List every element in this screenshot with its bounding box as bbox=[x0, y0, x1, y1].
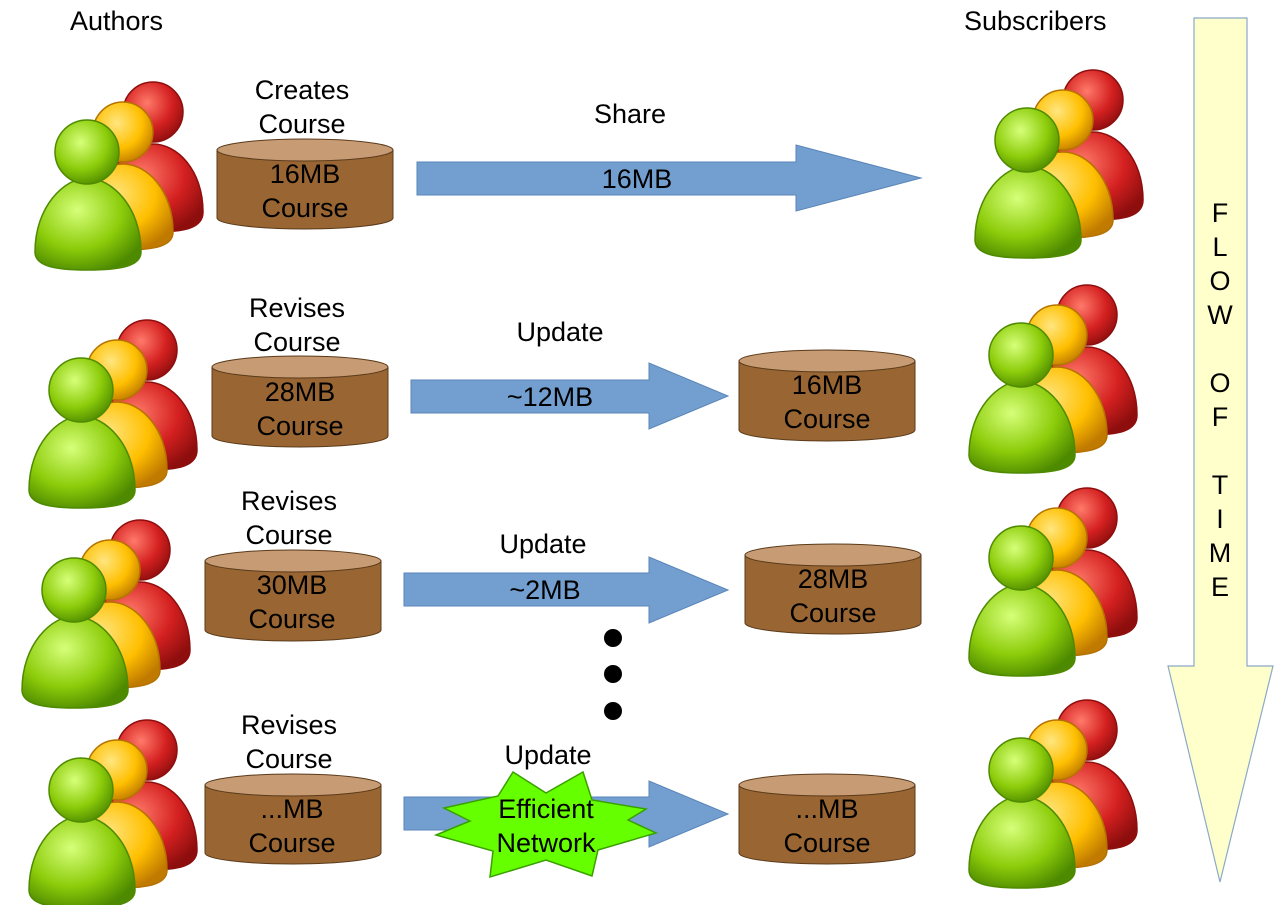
author-db-icon bbox=[211, 355, 389, 448]
author-db-label: 16MB Course bbox=[261, 159, 349, 223]
author-action-label: Revises Course bbox=[248, 293, 346, 357]
author-db-icon bbox=[216, 138, 394, 230]
author-action-label: Creates Course bbox=[254, 75, 350, 139]
authors-header: Authors bbox=[70, 6, 164, 36]
subscriber-group-icon bbox=[974, 69, 1144, 259]
author-group-icon bbox=[28, 719, 198, 905]
author-group-icon bbox=[34, 81, 204, 271]
ellipsis-dot-icon bbox=[604, 702, 622, 720]
subscriber-group-icon bbox=[968, 699, 1138, 889]
author-db-label: 30MB Course bbox=[248, 570, 336, 634]
arrow-title-label: Update bbox=[516, 317, 604, 347]
subscriber-db-label: ...MB Course bbox=[783, 794, 871, 858]
network-burst-icon bbox=[433, 770, 659, 879]
arrow-title-label: Update bbox=[499, 529, 587, 559]
subscriber-db-label: 16MB Course bbox=[783, 370, 871, 434]
arrow-size-label: ~12MB bbox=[506, 382, 594, 412]
subscriber-db-icon bbox=[738, 773, 916, 865]
subscriber-db-label: 28MB Course bbox=[789, 564, 877, 628]
update-arrow bbox=[403, 556, 730, 624]
author-group-icon bbox=[28, 319, 198, 509]
arrow-size-label: ~2MB bbox=[509, 575, 581, 605]
share-arrow bbox=[416, 144, 923, 212]
subscriber-group-icon bbox=[968, 284, 1138, 474]
ellipsis-dot-icon bbox=[604, 629, 622, 647]
subscriber-db-icon bbox=[744, 543, 922, 635]
author-db-icon bbox=[204, 549, 382, 642]
author-action-label: Revises Course bbox=[240, 486, 338, 550]
author-group-icon bbox=[21, 519, 191, 709]
author-db-icon bbox=[204, 773, 382, 865]
ellipsis-dot-icon bbox=[604, 665, 622, 683]
flow-of-time-arrow bbox=[1167, 17, 1274, 883]
flow-of-time-label: F L O W O F T I M E bbox=[1207, 198, 1233, 602]
arrow-size-label: 16MB bbox=[601, 164, 673, 194]
arrow-title-label: Share bbox=[593, 99, 667, 129]
subscriber-group-icon bbox=[968, 487, 1138, 677]
subscribers-header: Subscribers bbox=[964, 6, 1107, 36]
update-arrow bbox=[410, 362, 730, 430]
author-db-label: ...MB Course bbox=[248, 794, 336, 858]
subscriber-db-icon bbox=[738, 349, 916, 442]
author-db-label: 28MB Course bbox=[256, 377, 344, 441]
author-action-label: Revises Course bbox=[240, 710, 338, 774]
arrow-title-label: Update bbox=[504, 740, 592, 770]
network-label: Efficient Network bbox=[496, 794, 596, 858]
